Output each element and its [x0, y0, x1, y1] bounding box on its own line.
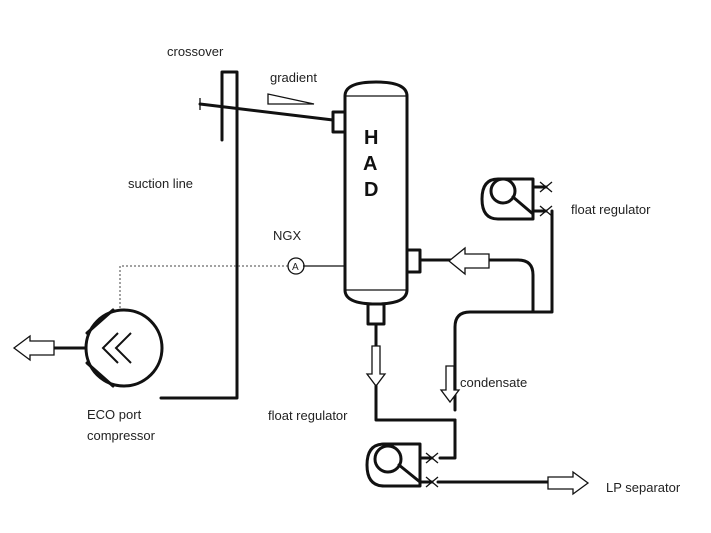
condensate-arrow: [439, 365, 461, 404]
bottom-regulator-feed-pipe: [438, 418, 457, 460]
vessel-inlet-nozzle: [331, 110, 347, 134]
float-regulator-top: [480, 177, 553, 221]
eco-compressor: [84, 308, 164, 388]
vessel-letter-d: D: [364, 179, 378, 201]
float-regulator-bottom-label: float regulator: [268, 408, 348, 423]
drain-to-header-pipe: [374, 384, 457, 422]
vessel-letter-a: A: [363, 153, 377, 175]
vessel-side-nozzle: [405, 248, 422, 274]
ammeter-circle: [287, 257, 305, 275]
float-regulator-bottom: [365, 442, 439, 488]
vessel-bottom-nozzle: [366, 302, 386, 326]
compressor-label: compressor: [87, 428, 156, 443]
compressor-discharge-arrow: [12, 334, 55, 362]
vessel-letter-h: H: [364, 127, 378, 149]
gradient-indicator: [267, 93, 315, 105]
eco-port-label: ECO port: [87, 407, 142, 422]
gradient-label: gradient: [270, 70, 317, 85]
lp-separator-arrow: [547, 470, 590, 496]
lp-separator-label: LP separator: [606, 480, 681, 495]
suction-line-label: suction line: [128, 176, 193, 191]
ngx-signal-line: [119, 265, 289, 308]
float-regulator-top-label: float regulator: [571, 202, 651, 217]
crossover-label: crossover: [167, 44, 224, 59]
crossover-pipe: [159, 70, 239, 400]
vessel-drain-arrow: [365, 345, 387, 388]
top-regulator-pipe: [453, 209, 554, 412]
vessel-return-pipe: [418, 258, 535, 314]
had-vessel: [343, 80, 409, 306]
ngx-label: NGX: [273, 228, 302, 243]
condensate-label: condensate: [460, 375, 527, 390]
gradient-pipe: [198, 102, 335, 122]
vessel-return-arrow: [447, 246, 490, 276]
ammeter-letter: A: [292, 262, 299, 273]
